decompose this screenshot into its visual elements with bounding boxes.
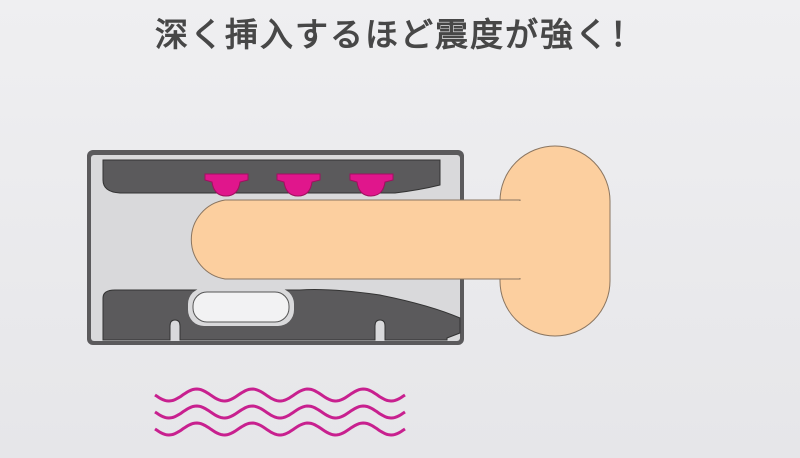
probe — [190, 145, 611, 337]
bump — [276, 173, 321, 197]
wave-line — [154, 387, 406, 403]
vibration-waves-icon — [154, 387, 406, 437]
wave-line — [154, 404, 406, 420]
wave-line — [154, 421, 406, 437]
headline: 深く挿入するほど震度が強く！ — [155, 15, 645, 54]
vibration-bumps — [204, 173, 394, 197]
bump — [204, 173, 249, 197]
bump — [349, 173, 394, 197]
